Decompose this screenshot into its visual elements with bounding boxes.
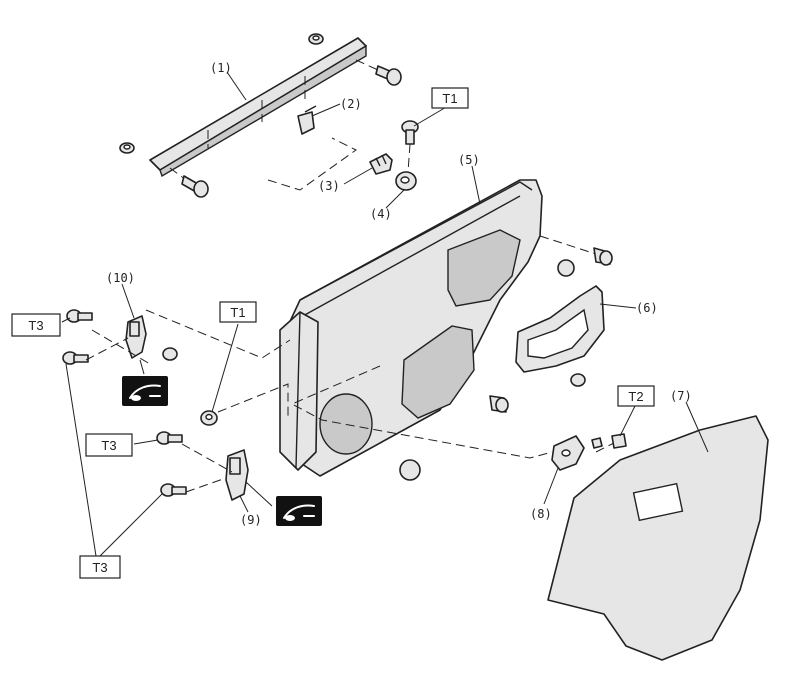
plug-right-top	[557, 259, 575, 277]
torque-box-t2: T2	[617, 385, 655, 407]
dash-guide-upper	[267, 137, 357, 191]
leader-t3-mid	[133, 439, 159, 445]
bolt-panel-right	[539, 235, 613, 266]
screw-rail-right	[355, 59, 402, 86]
grease-icon	[276, 496, 322, 526]
svg-text:T3: T3	[92, 560, 107, 575]
leader-2	[311, 103, 341, 117]
grease-icon	[122, 376, 168, 406]
callout-7: (7)	[670, 389, 692, 403]
clip-top-right	[308, 33, 324, 45]
part-10-hinge	[125, 315, 147, 359]
part-1-rail	[149, 37, 367, 178]
leader-3	[343, 167, 373, 185]
part-9-hinge	[225, 449, 249, 501]
leader-8	[543, 467, 559, 505]
svg-text:T1: T1	[442, 91, 457, 106]
part-4-nut	[395, 171, 417, 191]
callout-3: (3)	[318, 179, 340, 193]
torque-box-t1-mid: T1	[219, 301, 257, 323]
screw-rail-left	[169, 167, 209, 198]
torque-box-t1-top: T1	[431, 87, 469, 109]
bolt-hinge-lower-1	[156, 431, 183, 445]
torque-box-t3-mid: T3	[85, 433, 133, 457]
leader-9	[239, 495, 249, 513]
grease-arrow-lower	[245, 481, 273, 507]
leader-6	[599, 303, 637, 309]
leader-1	[226, 71, 247, 101]
part-5-door-panel	[279, 179, 543, 477]
leader-t1-mid	[211, 323, 239, 413]
dash-guide-hinge-upper	[85, 309, 291, 365]
leader-t3-upper	[61, 317, 71, 323]
leader-5	[471, 165, 481, 205]
plug-bottom	[399, 459, 421, 481]
callout-8: (8)	[530, 507, 552, 521]
dash-guide-hinge-lower	[181, 383, 289, 493]
part-3-stopper	[369, 153, 393, 175]
clip-left	[119, 142, 135, 154]
leader-t2	[619, 403, 637, 437]
part-7-sealing-cover	[547, 415, 769, 661]
bolt-panel-lower	[489, 395, 509, 413]
bolt-hinge-upper-2	[62, 351, 89, 365]
grease-arrow-upper	[139, 359, 145, 375]
leader-t3-lower-a	[65, 363, 97, 557]
torque-box-t3-upper: T3	[11, 313, 61, 337]
leader-7	[685, 401, 709, 453]
callout-9: (9)	[240, 513, 262, 527]
bolt-t1-top	[401, 120, 419, 173]
bolt-hinge-upper-1	[66, 309, 93, 323]
dash-guide-latch	[290, 365, 553, 459]
callout-5: (5)	[458, 153, 480, 167]
callout-4: (4)	[370, 207, 392, 221]
nut-hinge-upper	[162, 347, 178, 361]
part-6-bracket	[515, 285, 605, 387]
nut-t1-mid	[200, 410, 218, 426]
part-8-latch	[551, 433, 627, 471]
torque-box-t3-lower: T3	[79, 555, 121, 579]
callout-1: (1)	[210, 61, 232, 75]
part-2-bracket	[297, 105, 317, 135]
leader-10	[121, 283, 135, 319]
svg-text:T3: T3	[101, 438, 116, 453]
bolt-hinge-lower-2	[160, 483, 187, 497]
callout-6: (6)	[636, 301, 658, 315]
svg-text:T1: T1	[230, 305, 245, 320]
leader-4	[385, 189, 405, 209]
leader-t1-top	[413, 105, 449, 127]
leader-t3-lower-b	[99, 493, 163, 557]
svg-text:T2: T2	[628, 389, 643, 404]
svg-text:T3: T3	[28, 318, 43, 333]
callout-10: (10)	[106, 271, 135, 285]
callout-2: (2)	[340, 97, 362, 111]
